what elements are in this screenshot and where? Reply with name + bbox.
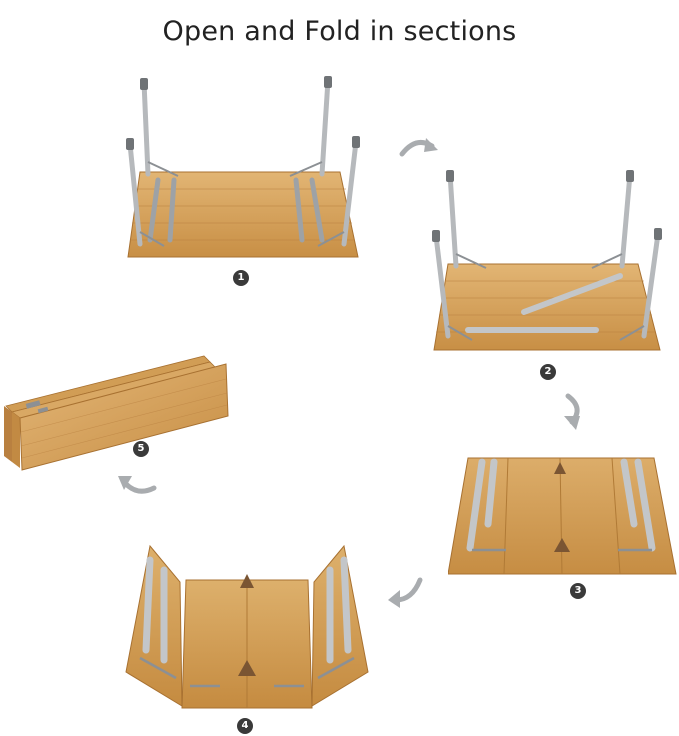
step-4-image: [120, 540, 375, 715]
curved-arrow-icon: [398, 132, 442, 164]
curved-arrow-icon: [116, 472, 158, 500]
step-5-badge: 5: [133, 441, 149, 457]
step-2-image: [424, 166, 669, 358]
step-3-badge: 3: [570, 583, 586, 599]
step-1-badge: 1: [233, 270, 249, 286]
step-5-image: [2, 352, 230, 474]
step-2-badge: 2: [540, 364, 556, 380]
page-title: Open and Fold in sections: [162, 16, 517, 47]
step-4-badge: 4: [237, 718, 253, 734]
curved-arrow-icon: [558, 392, 590, 436]
step-1-image: [118, 72, 368, 267]
curved-arrow-icon: [386, 574, 426, 612]
step-3-image: [448, 454, 678, 578]
